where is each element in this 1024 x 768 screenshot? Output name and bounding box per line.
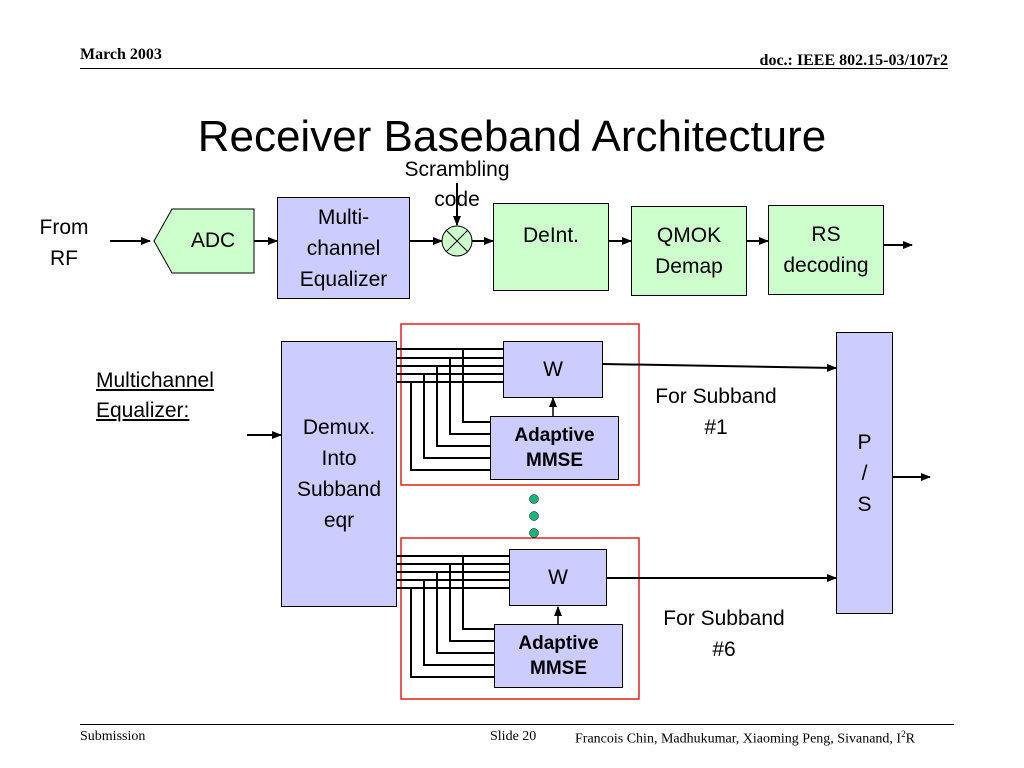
ellipsis-dot-1 [529,494,539,504]
rs-line-2: decoding [783,254,869,277]
mmse6-line-1: Adaptive [518,633,599,654]
equalizer-line-1: Multi- [317,205,370,229]
subband1-line-1: For Subband [655,385,777,408]
qmok-line-1: QMOK [656,224,722,247]
footer-authors-text: Francois Chin, Madhukumar, Xiaoming Peng… [575,731,902,747]
footer-authors-end: R [905,731,915,747]
w-filter-subband1: W [503,341,603,398]
ps-line-3: S [857,492,872,516]
header-rule [80,68,948,69]
subband1-taps [397,348,503,471]
subband6-line-1: For Subband [663,607,785,630]
footer-authors: Francois Chin, Madhukumar, Xiaoming Peng… [575,729,915,748]
equalizer-line-3: Equalizer [299,267,388,291]
w-subband6-label: W [548,566,568,589]
mmse1-line-2: MMSE [526,450,583,471]
footer-rule [80,724,954,725]
subband1-line-2: #1 [704,416,728,439]
subband1-group-border [400,323,640,486]
scrambling-code-label: Scrambling code [380,155,534,215]
adaptive-mmse-subband1: Adaptive MMSE [490,416,619,480]
adc-label: ADC [190,229,236,252]
qmok-line-2: Demap [655,255,723,278]
subband6-label: For Subband #6 [646,603,802,665]
caption-line-1: Multichannel [96,369,214,392]
multichannel-equalizer-caption: Multichannel Equalizer: [96,366,214,426]
ellipsis-dot-3 [529,528,539,538]
scrambling-line-1: Scrambling [404,158,510,181]
header-date: March 2003 [80,46,162,63]
demux-line-3: Subband [296,478,382,501]
subband6-line-2: #6 [712,638,736,661]
qmok-demap-block: QMOK Demap [631,206,747,296]
deinterleaver-block: DeInt. [493,203,609,291]
subband6-group-border [400,537,640,700]
multichannel-equalizer-block: Multi- channel Equalizer [277,197,410,299]
rs-decoding-block: RS decoding [768,205,884,295]
scrambling-line-2: code [434,188,480,211]
demux-line-1: Demux. [302,416,376,439]
w-subband1-label: W [543,358,563,381]
parallel-to-serial-block: P / S [836,332,893,614]
ellipsis-dot-2 [529,511,539,521]
caption-line-2: Equalizer: [96,399,190,422]
header-doc-id: doc.: IEEE 802.15-03/107r2 [759,52,948,69]
subband6-taps [397,555,509,678]
ps-line-1: P [857,430,872,454]
from-rf-label: From RF [26,212,102,274]
demux-line-4: eqr [323,509,355,532]
adc-block-shape [153,208,255,274]
deinterleaver-label: DeInt. [522,224,580,247]
footer-authors-sup: 2 [901,729,906,739]
rs-line-1: RS [811,223,841,246]
demux-block: Demux. Into Subband eqr [281,341,397,607]
mmse6-line-2: MMSE [530,658,587,679]
mmse1-line-1: Adaptive [514,425,595,446]
arrow-w1-to-ps [602,363,837,372]
equalizer-line-2: channel [306,236,381,260]
footer-submission: Submission [80,729,146,744]
adaptive-mmse-subband6: Adaptive MMSE [494,624,623,688]
from-rf-text: From RF [39,216,89,270]
page-title: Receiver Baseband Architecture [197,112,827,161]
subband1-label: For Subband #1 [638,381,794,443]
w-filter-subband6: W [509,549,607,606]
demux-line-2: Into [321,447,357,470]
ps-line-2: / [861,461,868,485]
footer-slide-number: Slide 20 [490,729,537,744]
